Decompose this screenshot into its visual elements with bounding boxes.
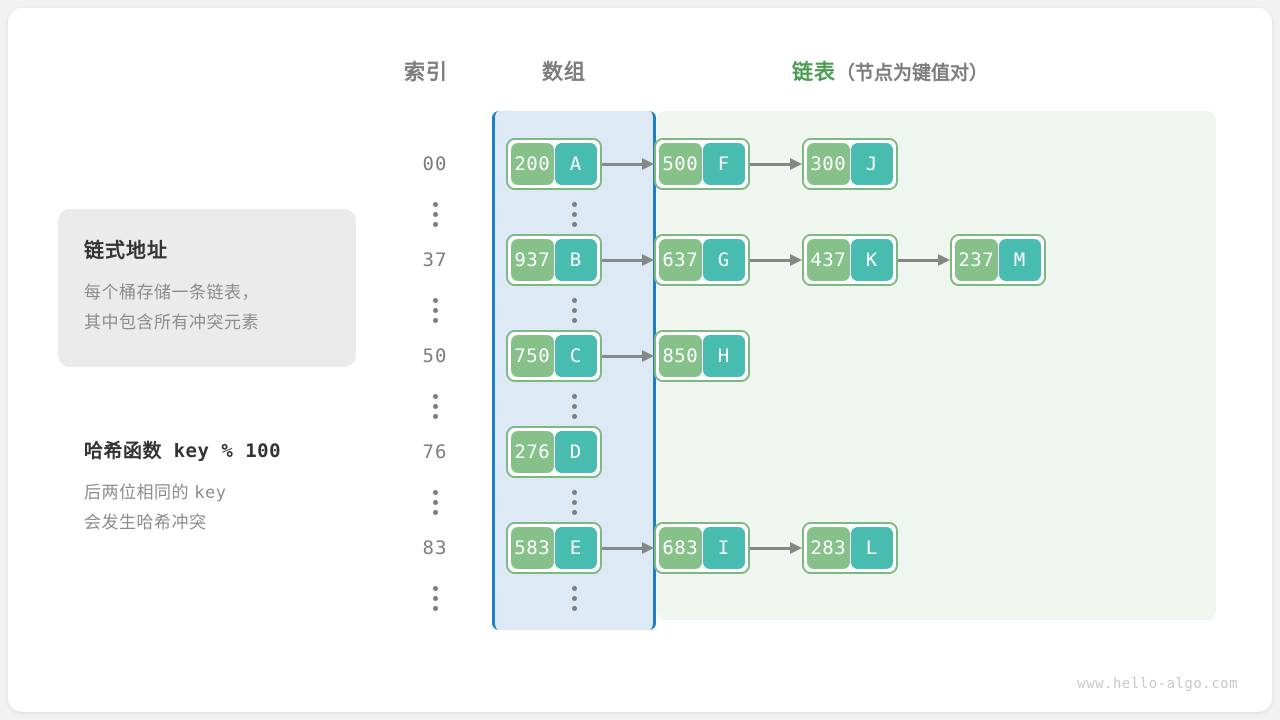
node-value: E (554, 527, 597, 569)
node-value: A (554, 143, 597, 185)
chain-arrow-icon (602, 254, 654, 266)
node-key: 283 (807, 527, 850, 569)
ellipsis-row (0, 289, 1280, 331)
info-box (58, 209, 356, 367)
node-key: 200 (511, 143, 554, 185)
array-ellipsis-icon (571, 385, 577, 427)
row-index-label: 37 (422, 249, 448, 271)
column-header-array: 数组 (542, 61, 586, 84)
info-box-line-1: 每个桶存储一条链表， (84, 283, 259, 302)
index-ellipsis-icon (432, 481, 438, 523)
node-value: K (850, 239, 893, 281)
column-header-linkedlist: 链表（节点为键值对） (792, 56, 988, 86)
hash-function-expression: key % 100 (173, 440, 282, 462)
node-value: F (702, 143, 745, 185)
info-box-body: 每个桶存储一条链表， 其中包含所有冲突元素 (84, 278, 259, 338)
hash-function-line-1-text: 后两位相同的 (84, 483, 189, 502)
node-key: 237 (955, 239, 998, 281)
hash-function-body: 后两位相同的 key 会发生哈希冲突 (84, 478, 226, 538)
row-index-label: 00 (422, 153, 448, 175)
chain-arrow-icon (898, 254, 950, 266)
column-header-index: 索引 (404, 61, 448, 84)
node-value: C (554, 335, 597, 377)
row-index-label: 83 (422, 537, 448, 559)
hash-function-line-1-mono: key (194, 483, 227, 503)
ellipsis-row (0, 193, 1280, 235)
hash-function-line-2: 会发生哈希冲突 (84, 513, 207, 532)
node-value: G (702, 239, 745, 281)
index-ellipsis-icon (432, 385, 438, 427)
index-ellipsis-icon (432, 193, 438, 235)
row-index-label: 76 (422, 441, 448, 463)
node-value: L (850, 527, 893, 569)
watermark: www.hello-algo.com (1077, 676, 1238, 692)
array-ellipsis-icon (571, 193, 577, 235)
hash-function-label: 哈希函数 (84, 441, 163, 462)
node-value: J (850, 143, 893, 185)
ellipsis-row (0, 481, 1280, 523)
node-key: 937 (511, 239, 554, 281)
node-value: D (554, 431, 597, 473)
node-key: 583 (511, 527, 554, 569)
chain-arrow-icon (602, 350, 654, 362)
node-value: I (702, 527, 745, 569)
info-box-line-2: 其中包含所有冲突元素 (84, 313, 259, 332)
node-value: M (998, 239, 1041, 281)
node-key: 637 (659, 239, 702, 281)
chain-arrow-icon (750, 254, 802, 266)
index-ellipsis-icon (432, 577, 438, 619)
node-key: 850 (659, 335, 702, 377)
column-header-linkedlist-main: 链表 (792, 61, 836, 84)
node-key: 437 (807, 239, 850, 281)
hash-function-title: 哈希函数 key % 100 (84, 436, 281, 463)
hash-function-line-1: 后两位相同的 key (84, 478, 226, 508)
chain-arrow-icon (602, 542, 654, 554)
info-box-title: 链式地址 (84, 240, 168, 262)
node-value: H (702, 335, 745, 377)
ellipsis-row (0, 385, 1280, 427)
chain-arrow-icon (750, 542, 802, 554)
array-ellipsis-icon (571, 577, 577, 619)
chain-arrow-icon (750, 158, 802, 170)
row-index-label: 50 (422, 345, 448, 367)
node-key: 750 (511, 335, 554, 377)
array-ellipsis-icon (571, 289, 577, 331)
chain-arrow-icon (602, 158, 654, 170)
node-key: 683 (659, 527, 702, 569)
ellipsis-row (0, 577, 1280, 619)
node-value: B (554, 239, 597, 281)
index-ellipsis-icon (432, 289, 438, 331)
array-ellipsis-icon (571, 481, 577, 523)
node-key: 300 (807, 143, 850, 185)
column-header-linkedlist-sub: （节点为键值对） (836, 63, 989, 84)
node-key: 500 (659, 143, 702, 185)
node-key: 276 (511, 431, 554, 473)
